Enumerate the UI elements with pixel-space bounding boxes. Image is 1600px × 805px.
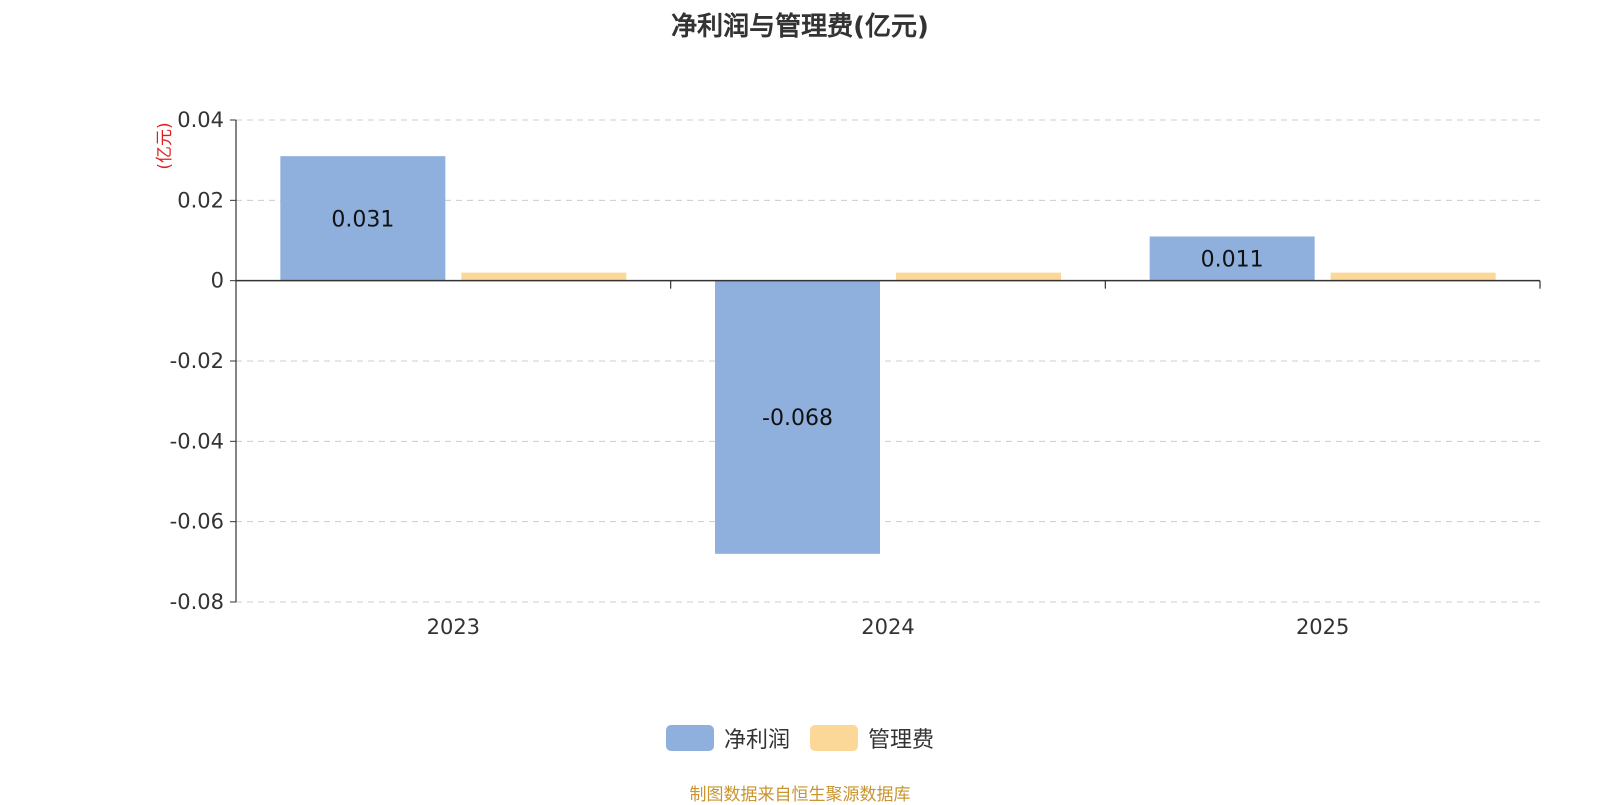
- x-tick-label: 2024: [861, 615, 914, 639]
- y-tick-label: 0.02: [177, 188, 224, 212]
- bars-layer: [280, 156, 1496, 554]
- legend-label-admin-fee: 管理费: [868, 728, 935, 753]
- labels-layer: 0.04 0.02 0 -0.02 -0.04 -0.06 -0.08 (亿元) 0.031 20…: [155, 108, 1349, 639]
- legend-item-net-profit[interactable]: 净利润: [665, 722, 790, 754]
- x-tick-label: 2025: [1296, 615, 1349, 639]
- legend-swatch-net-profit: [665, 725, 714, 751]
- legend-swatch-admin-fee: [810, 725, 858, 751]
- grid-layer: [236, 119, 1540, 603]
- bar-net-profit-2024: [715, 280, 880, 554]
- legend-item-admin-fee[interactable]: 管理费: [810, 722, 934, 754]
- y-tick-label: 0.04: [177, 108, 224, 132]
- bar-admin-fee-2023: [461, 272, 627, 281]
- legend-label-net-profit: 净利润: [723, 728, 790, 753]
- x-tick-label: 2023: [427, 615, 480, 639]
- y-axis-unit-label: (亿元): [155, 122, 175, 169]
- chart-title: 净利润与管理费(亿元): [671, 12, 929, 42]
- legend: 净利润 管理费: [0, 722, 1600, 754]
- data-source-note: 制图数据来自恒生聚源数据库: [689, 785, 911, 805]
- y-tick-label: -0.06: [170, 510, 224, 534]
- bar-net-profit-2025: [1149, 236, 1315, 281]
- bar-admin-fee-2025: [1330, 272, 1496, 281]
- y-tick-label: 0: [211, 269, 224, 293]
- bar-admin-fee-2024: [896, 272, 1061, 281]
- y-tick-label: -0.02: [170, 349, 224, 373]
- data-label: 0.011: [1201, 248, 1264, 273]
- axis-layer: [230, 119, 1541, 603]
- data-label: -0.068: [762, 406, 833, 431]
- y-tick-label: -0.08: [170, 590, 224, 614]
- bar-net-profit-2023: [280, 156, 446, 281]
- data-label: 0.031: [331, 207, 394, 232]
- y-tick-label: -0.04: [170, 429, 224, 453]
